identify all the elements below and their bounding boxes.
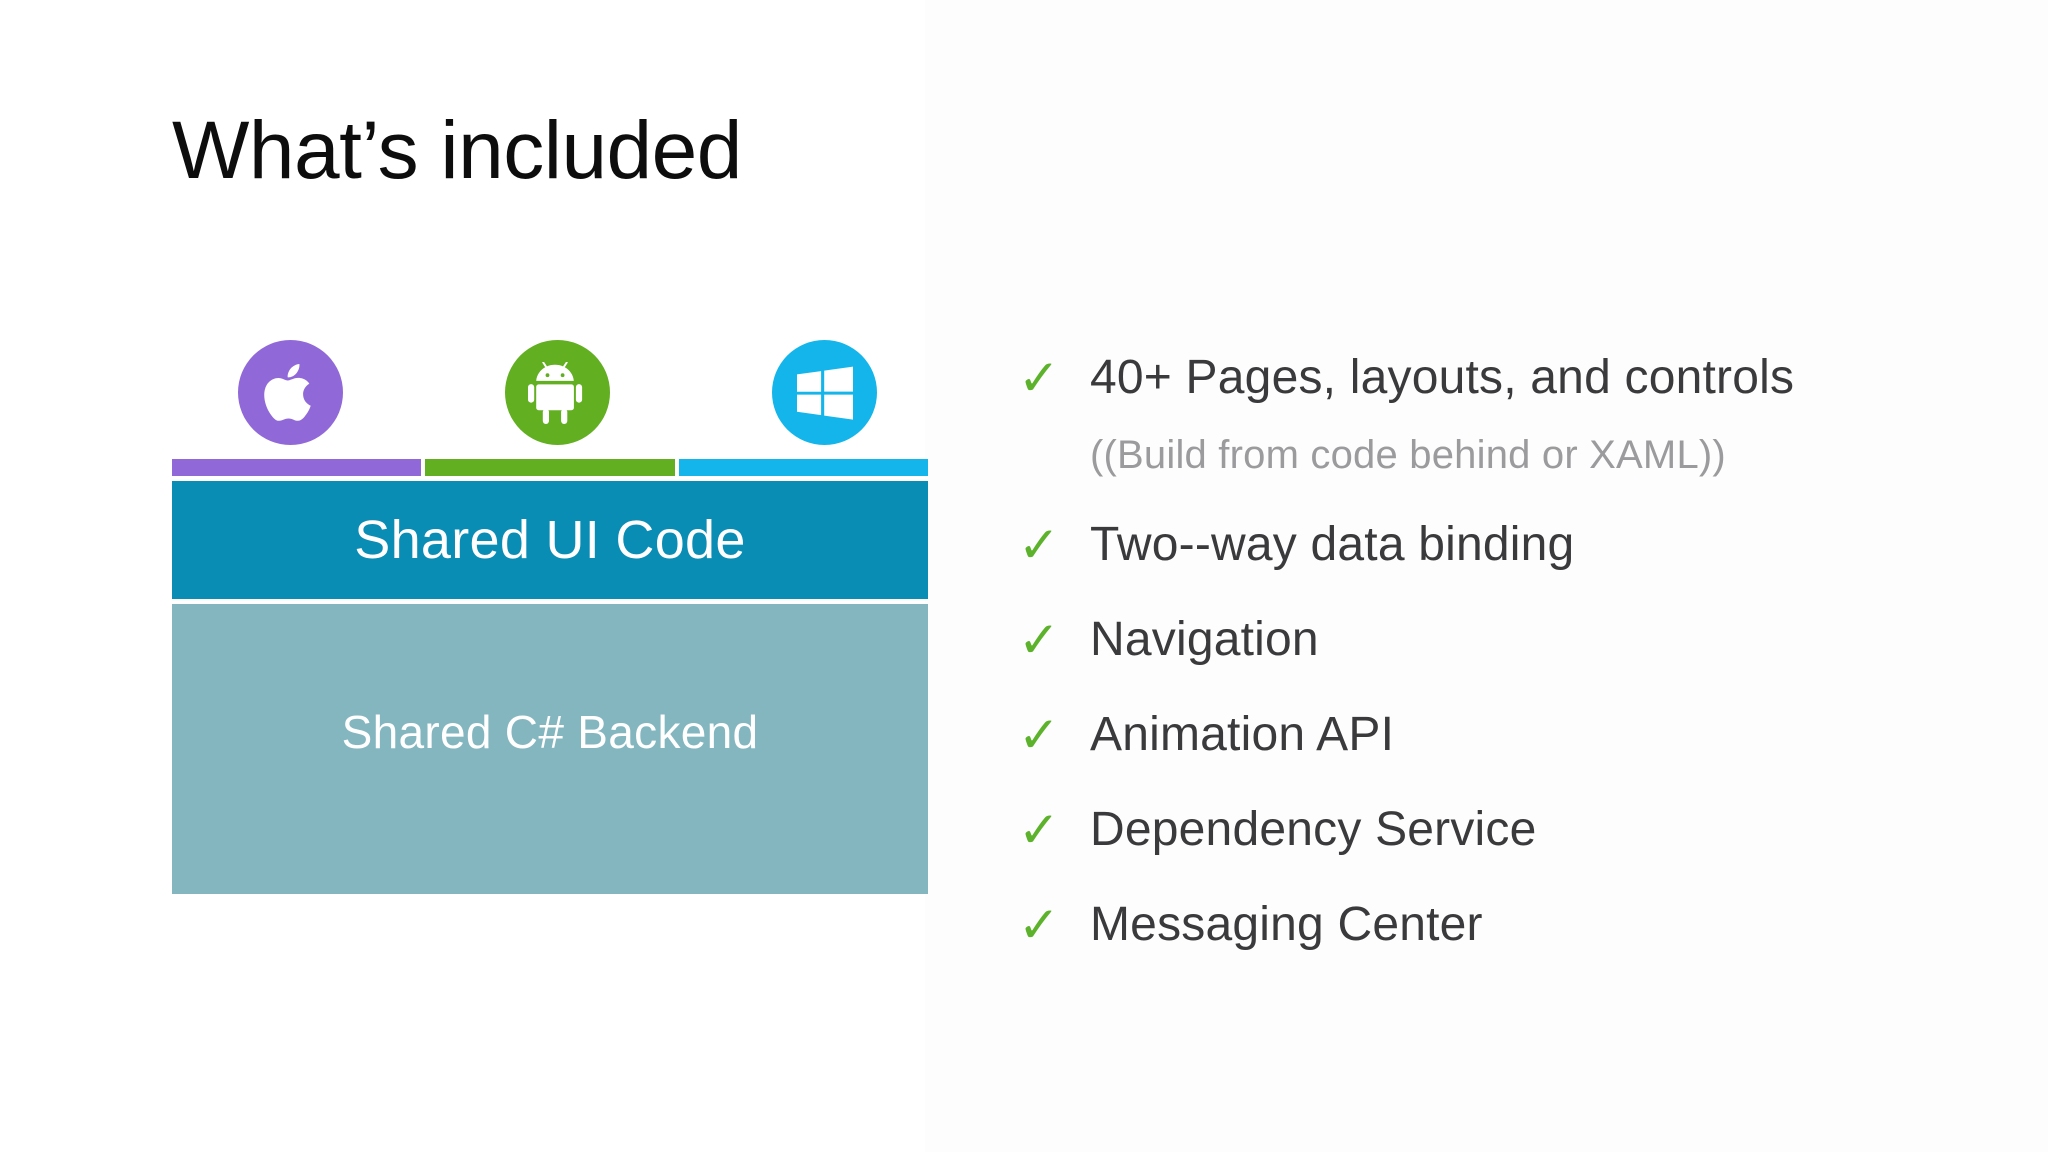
checklist-item-label: Messaging Center <box>1090 898 1483 951</box>
platform-bar-android <box>425 459 675 476</box>
checklist-item-label: Animation API <box>1090 708 1395 761</box>
list-item: ✓ Dependency Service <box>1012 785 2012 875</box>
checklist-item-label: Two--way data binding <box>1090 518 1575 571</box>
list-item: ✓ Messaging Center <box>1012 880 2012 970</box>
checklist-item-sublabel: ((Build from code behind or XAML)) <box>1090 433 1726 477</box>
apple-platform-badge <box>238 340 343 445</box>
android-icon <box>527 361 588 424</box>
android-platform-badge <box>505 340 610 445</box>
check-icon: ✓ <box>1018 707 1060 763</box>
windows-icon <box>796 366 853 420</box>
list-item: ✓ Two--way data binding <box>1012 500 2012 590</box>
checklist-item-label: 40+ Pages, layouts, and controls <box>1090 351 1795 404</box>
shared-ui-code-block: Shared UI Code <box>172 481 928 599</box>
features-checklist: ✓ 40+ Pages, layouts, and controls ((Bui… <box>1012 333 2012 975</box>
page-title: What’s included <box>172 105 742 196</box>
apple-icon <box>263 362 319 424</box>
platform-bar-windows <box>678 459 928 476</box>
list-item: ✓ Navigation <box>1012 595 2012 685</box>
list-item: ✓ 40+ Pages, layouts, and controls ((Bui… <box>1012 333 2012 495</box>
list-item: ✓ Animation API <box>1012 690 2012 780</box>
platform-color-bars <box>172 459 928 476</box>
platform-bar-apple <box>172 459 422 476</box>
windows-platform-badge <box>772 340 877 445</box>
checklist-item-label: Dependency Service <box>1090 803 1537 856</box>
check-icon: ✓ <box>1018 350 1060 406</box>
check-icon: ✓ <box>1018 517 1060 573</box>
shared-ui-code-label: Shared UI Code <box>354 510 746 570</box>
check-icon: ✓ <box>1018 897 1060 953</box>
platform-stack-diagram: Shared UI Code Shared C# Backend <box>172 340 928 894</box>
check-icon: ✓ <box>1018 612 1060 668</box>
check-icon: ✓ <box>1018 802 1060 858</box>
checklist-item-label: Navigation <box>1090 613 1319 666</box>
right-panel-background <box>925 0 2048 1152</box>
shared-backend-block: Shared C# Backend <box>172 604 928 894</box>
shared-backend-label: Shared C# Backend <box>341 706 759 758</box>
platform-icon-row <box>172 340 928 455</box>
